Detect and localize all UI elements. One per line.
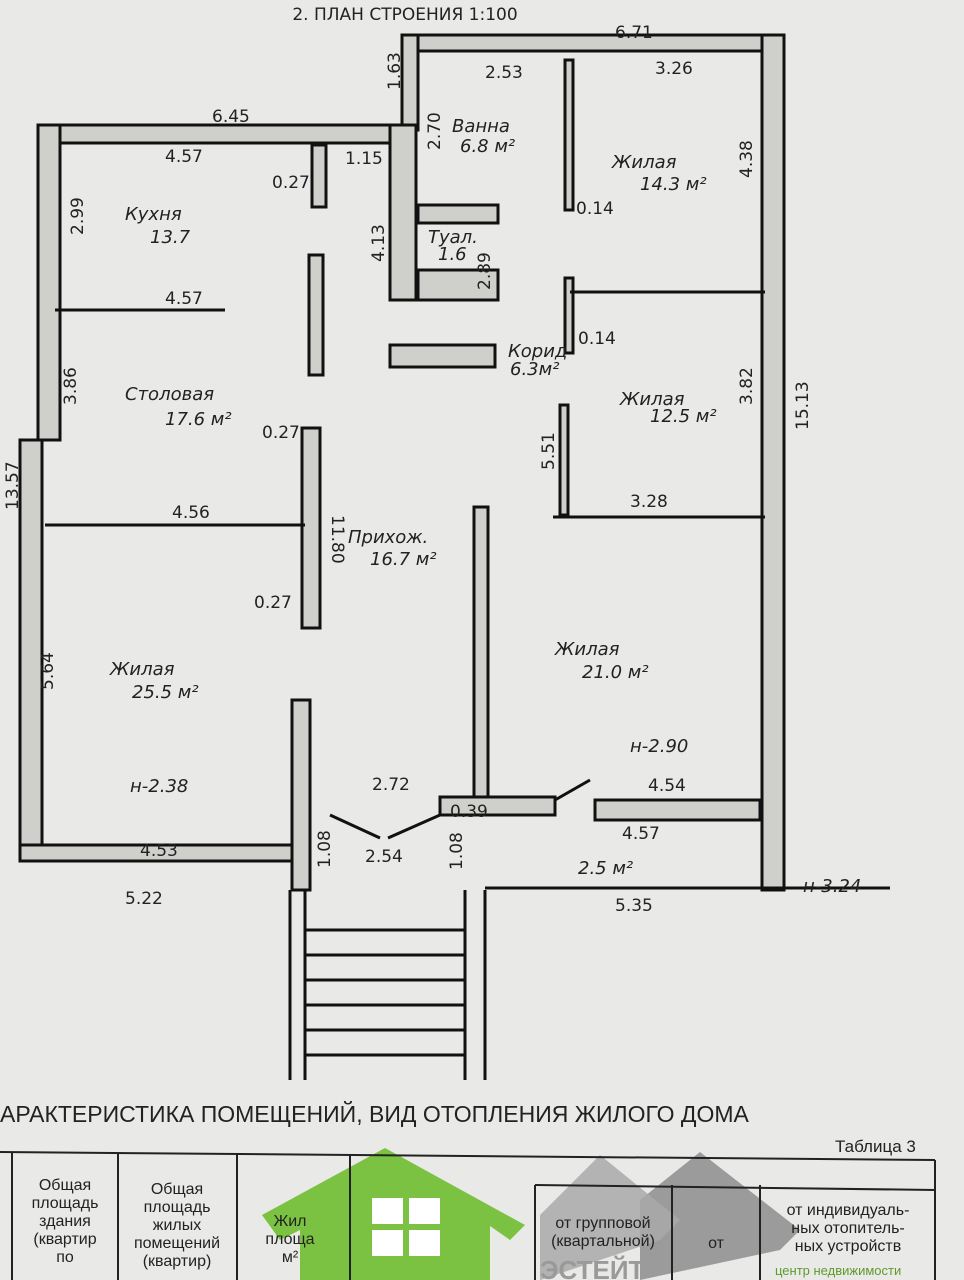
dim-label: 5.51: [539, 432, 559, 470]
room-area: 16.7 м²: [370, 549, 437, 570]
room-name: Жилая: [554, 639, 620, 660]
dim-label: 4.13: [369, 224, 389, 262]
table-header-text: (квартир: [33, 1231, 96, 1248]
dim-label: 13.57: [3, 461, 23, 510]
room-area: 21.0 м²: [582, 662, 649, 683]
dim-label: 0.27: [254, 593, 292, 613]
room-name: Жилая: [619, 389, 685, 410]
ceiling-height: н-3.24: [803, 876, 861, 897]
dim-label: 3.28: [630, 492, 668, 512]
table-caption: Таблица 3: [835, 1137, 916, 1156]
table-header-text: площа: [265, 1231, 314, 1248]
table-header-text: (квартальной): [551, 1233, 655, 1250]
table-header-text: площадь: [32, 1195, 99, 1212]
room-name: Столовая: [125, 384, 214, 405]
dim-label: 1.15: [345, 149, 383, 169]
room-area: 13.7: [150, 227, 191, 248]
table-header-text: по: [56, 1249, 74, 1266]
dim-label: 3.82: [737, 367, 757, 405]
table-header-text: здания: [39, 1213, 91, 1230]
dim-label: 2.53: [485, 63, 523, 83]
dim-label: 0.27: [262, 423, 300, 443]
table-heading: АРАКТЕРИСТИКА ПОМЕЩЕНИЙ, ВИД ОТОПЛЕНИЯ Ж…: [0, 1100, 750, 1127]
window-icon: [372, 1198, 440, 1256]
dim-label: 4.57: [165, 147, 203, 167]
table-header-cells: Общая площадь здания (квартир по Общая п…: [32, 1177, 910, 1270]
dim-label: 4.38: [737, 140, 757, 178]
dim-label: 6.45: [212, 107, 250, 127]
table-header-text: Жил: [273, 1213, 306, 1230]
room-name: Туал.: [428, 227, 478, 248]
table-header-text: м²: [282, 1249, 299, 1266]
dim-label: 2.89: [475, 252, 495, 290]
dim-label: 1.63: [385, 52, 405, 90]
dim-label: 2.72: [372, 775, 410, 795]
table-header-text: от: [708, 1235, 725, 1252]
table-header-text: ных отопитель-: [791, 1220, 905, 1237]
walls: [18, 33, 890, 892]
table-header-text: (квартир): [143, 1253, 212, 1270]
dim-label: 0.14: [576, 199, 614, 219]
room-area: 25.5 м²: [132, 682, 199, 703]
dim-label: 11.80: [327, 515, 347, 564]
plan-title: 2. ПЛАН СТРОЕНИЯ 1:100: [292, 5, 517, 25]
dim-label: 5.35: [615, 896, 653, 916]
dim-label: 0.39: [450, 802, 488, 822]
dim-label: 3.26: [655, 59, 693, 79]
dim-label: 4.57: [165, 289, 203, 309]
table-header-text: от групповой: [555, 1215, 650, 1232]
table-header-text: жилых: [153, 1217, 201, 1234]
table-header-text: ных устройств: [795, 1238, 902, 1255]
dim-label: 2.54: [365, 847, 403, 867]
table-header-text: от индивидуаль-: [787, 1202, 910, 1219]
ceiling-height: н-2.38: [130, 776, 188, 797]
dim-label: 2.70: [425, 112, 445, 150]
room-area: 6.8 м²: [460, 136, 515, 157]
room-area: 1.6: [438, 244, 467, 265]
dim-label: 5.22: [125, 889, 163, 909]
room-name: Прихож.: [348, 527, 428, 548]
table-header-text: площадь: [144, 1199, 211, 1216]
room-name: Корид: [508, 341, 567, 362]
room-name: Жилая: [611, 152, 677, 173]
room-name: Ванна: [452, 116, 510, 137]
watermark-tagline: центр недвижимости: [775, 1263, 901, 1278]
watermark-brand: ЭСТЕЙТ: [540, 1255, 645, 1280]
dim-label: 2.99: [68, 197, 88, 235]
ceiling-height: н-2.90: [630, 736, 688, 757]
room-area: 12.5 м²: [650, 406, 717, 427]
dim-label: 0.14: [578, 329, 616, 349]
dim-label: 15.13: [793, 381, 813, 430]
room-area: 14.3 м²: [640, 174, 707, 195]
table-grid: [0, 1151, 936, 1280]
room-name: Жилая: [109, 659, 175, 680]
room-area: 17.6 м²: [165, 409, 232, 430]
stairs: [288, 890, 487, 1080]
dim-label: 6.71: [615, 23, 653, 43]
table-header-text: помещений: [134, 1235, 220, 1252]
dim-label: 1.08: [447, 832, 467, 870]
plan-labels: 6.71 1.63 2.53 3.26 6.45 4.57 1.15 2.70 …: [3, 23, 861, 916]
room-area: 6.3м²: [510, 359, 559, 380]
room-name: Кухня: [125, 204, 182, 225]
dim-label: 3.86: [61, 367, 81, 405]
dim-label: 1.08: [315, 830, 335, 868]
dim-label: 4.53: [140, 841, 178, 861]
dim-label: 5.64: [38, 652, 58, 690]
porch-area: 2.5 м²: [578, 858, 633, 879]
table-header-text: Общая: [39, 1177, 91, 1194]
dim-label: 4.57: [622, 824, 660, 844]
dim-label: 0.27: [272, 173, 310, 193]
dim-label: 4.56: [172, 503, 210, 523]
dim-label: 4.54: [648, 776, 686, 796]
table-header-text: Общая: [151, 1181, 203, 1198]
